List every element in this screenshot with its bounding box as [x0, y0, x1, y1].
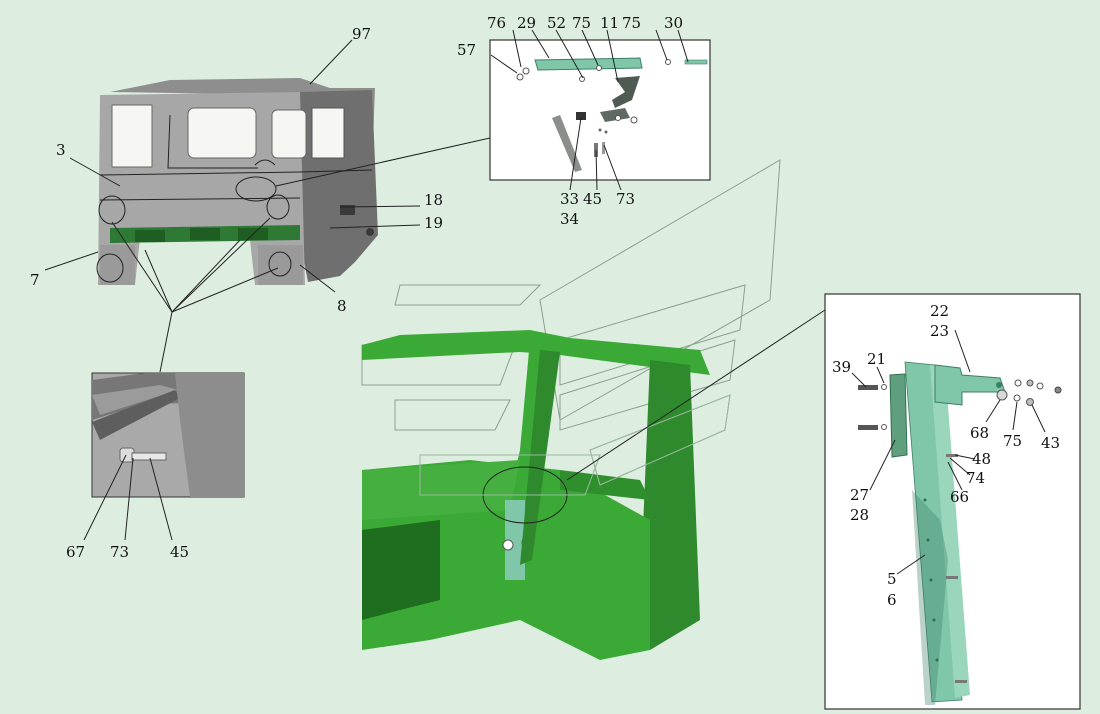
- leader-lines: [44, 29, 1046, 575]
- callout-45-top: 45: [583, 190, 602, 208]
- callout-73-bottom: 73: [110, 543, 129, 561]
- cab-window-center: [187, 107, 257, 159]
- callout-30: 30: [664, 14, 683, 32]
- callout-34: 34: [560, 210, 579, 228]
- part-5-pillar: [904, 361, 963, 703]
- callout-66: 66: [950, 488, 969, 506]
- callout-29: 29: [517, 14, 536, 32]
- callout-11: 11: [600, 14, 619, 32]
- part-27-plate: [889, 373, 908, 458]
- callout-57: 57: [457, 41, 476, 59]
- pillar-detail-inset: [824, 293, 1081, 710]
- callout-75-right: 75: [1003, 432, 1022, 450]
- door-frame-illustration: [362, 330, 731, 660]
- callout-75-top: 75: [572, 14, 591, 32]
- cab-side-window: [311, 107, 345, 159]
- part-11-bracket: [612, 76, 640, 108]
- callout-67: 67: [66, 543, 85, 561]
- callout-21: 21: [867, 350, 886, 368]
- fastener-photo-inset: [91, 372, 245, 498]
- callout-19: 19: [424, 214, 443, 232]
- callout-6: 6: [887, 591, 897, 609]
- callout-5: 5: [887, 570, 897, 588]
- callout-3: 3: [56, 141, 66, 159]
- callout-75-top-right: 75: [622, 14, 641, 32]
- callout-76: 76: [487, 14, 506, 32]
- callout-22: 22: [930, 302, 949, 320]
- callout-18: 18: [424, 191, 443, 209]
- callout-52: 52: [547, 14, 566, 32]
- callout-7: 7: [30, 271, 40, 289]
- callout-8: 8: [337, 297, 347, 315]
- callout-68: 68: [970, 424, 989, 442]
- callout-48: 48: [972, 450, 991, 468]
- callout-45-bottom: 45: [170, 543, 189, 561]
- callout-33: 33: [560, 190, 579, 208]
- callout-39: 39: [832, 358, 851, 376]
- hinge-detail-inset: [489, 39, 711, 181]
- part-29-bar: [534, 57, 643, 71]
- callout-labels: 97 3 7 8 18 19 76 29 52 75 11 75 30 57 3…: [30, 14, 1060, 609]
- callout-28: 28: [850, 506, 869, 524]
- cab-illustration: [96, 78, 378, 285]
- callout-23: 23: [930, 322, 949, 340]
- callout-43: 43: [1041, 434, 1060, 452]
- frame-b-pillar: [640, 360, 700, 650]
- cab-window-right: [271, 109, 307, 159]
- callout-97: 97: [352, 25, 371, 43]
- callout-74: 74: [966, 469, 985, 487]
- callout-73-top: 73: [616, 190, 635, 208]
- cab-window-left: [111, 104, 153, 168]
- callout-27: 27: [850, 486, 869, 504]
